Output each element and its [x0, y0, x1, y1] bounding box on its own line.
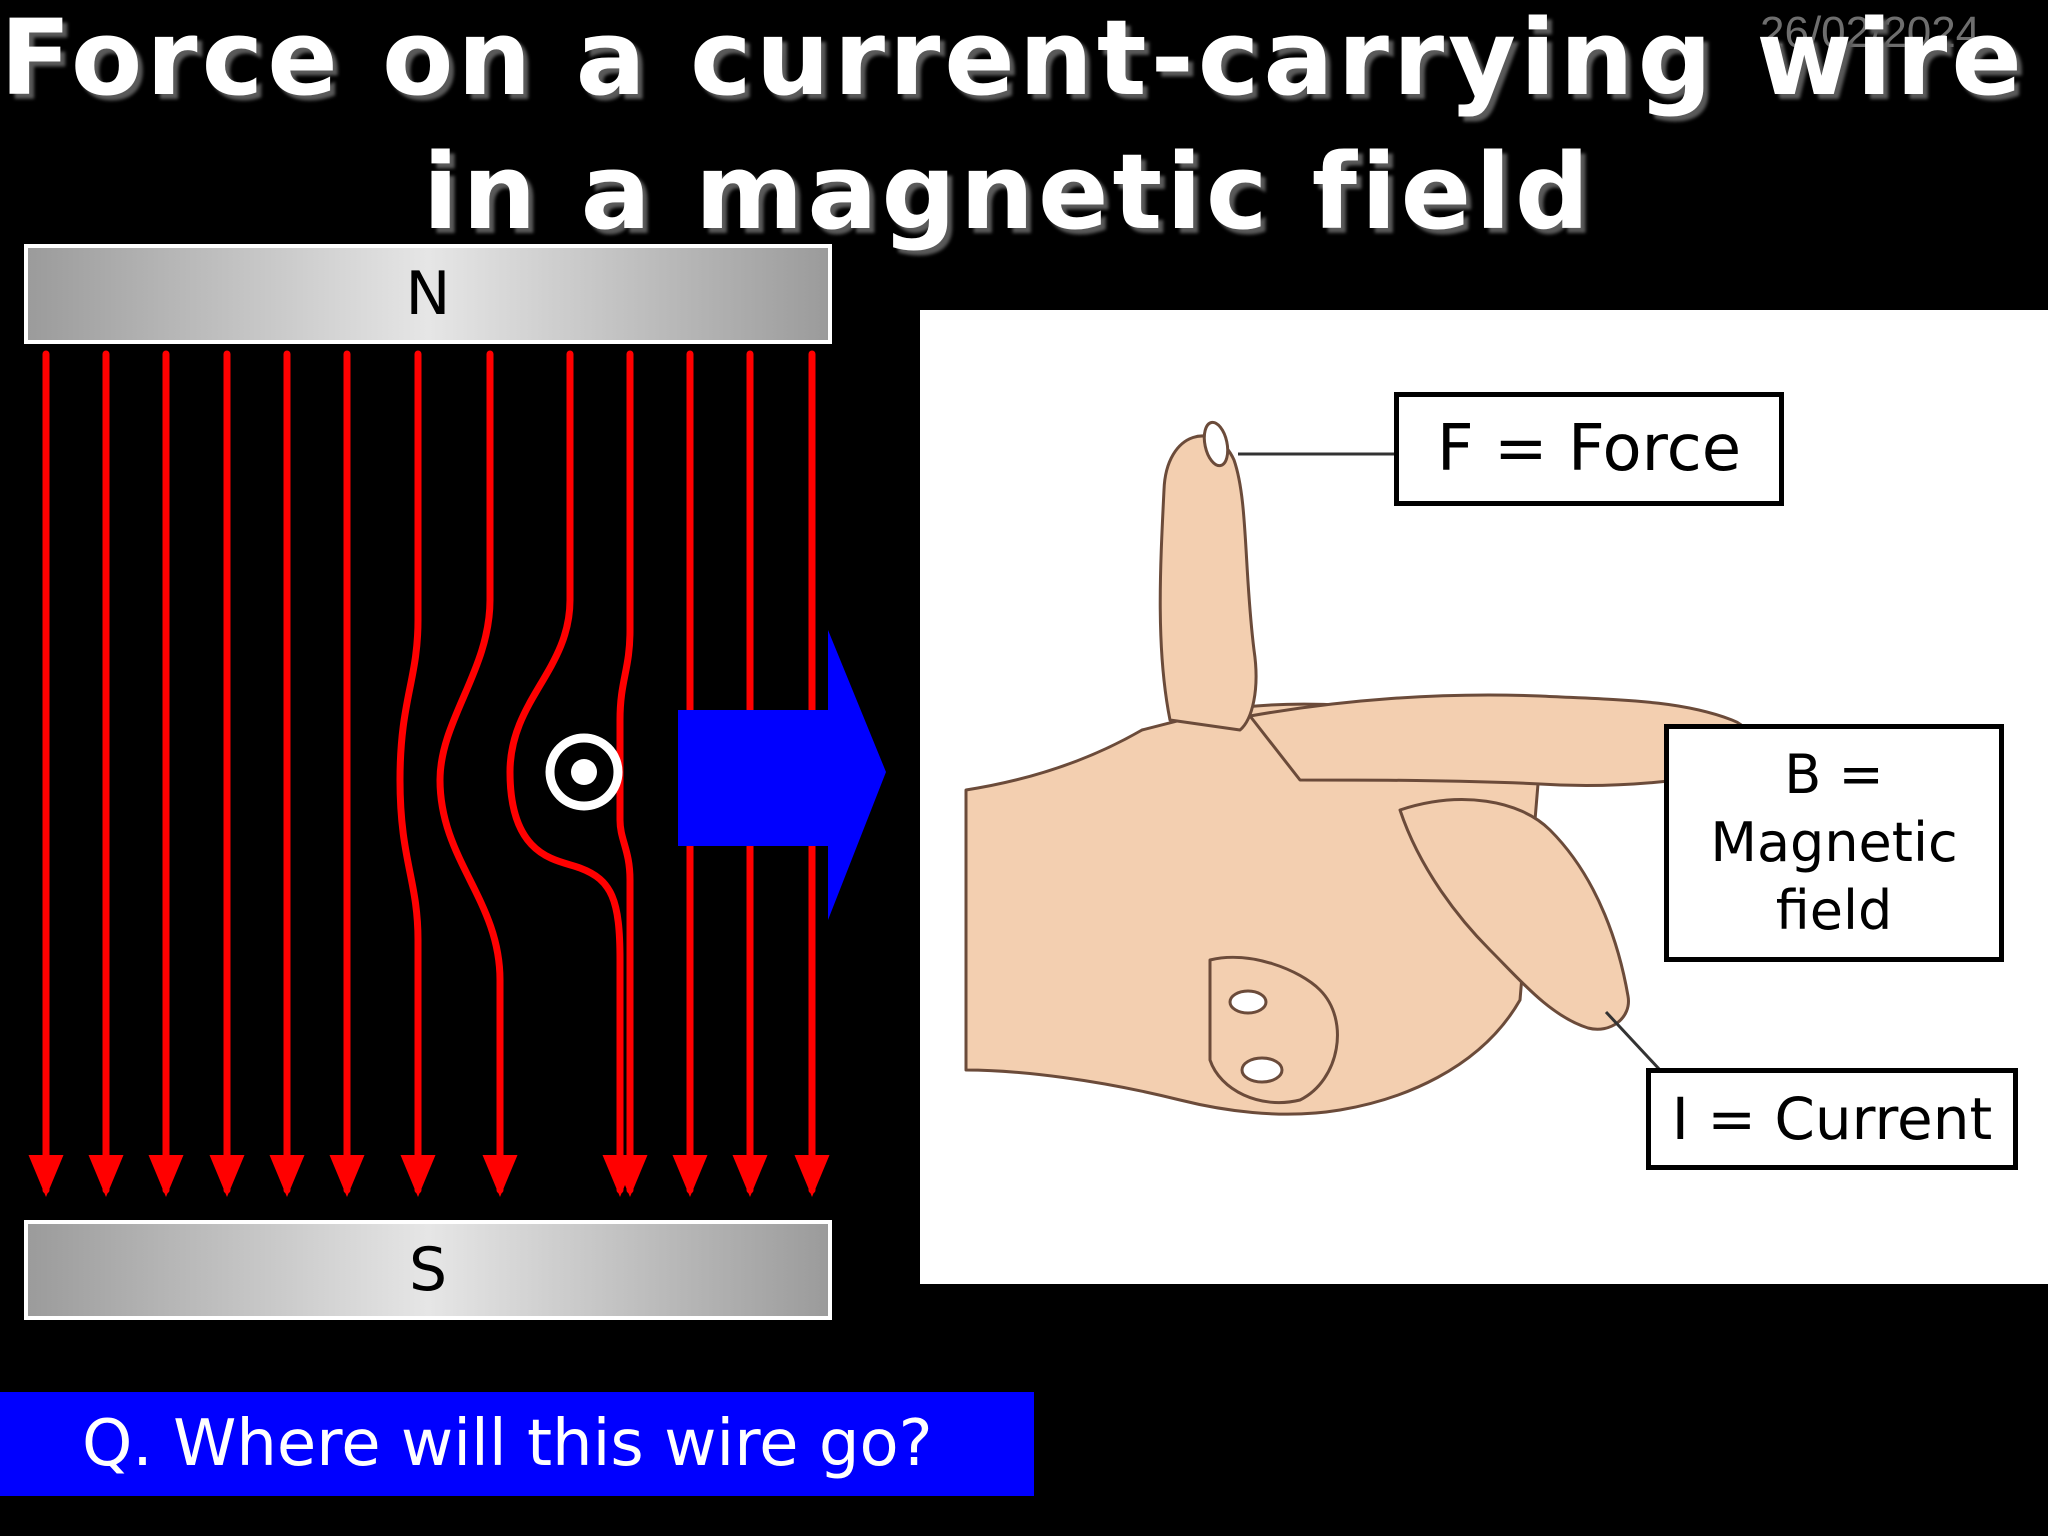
wire-current-out-of-page-icon: [545, 733, 623, 811]
force-arrow: [678, 630, 886, 920]
slide-title-line-1: Force on a current-carrying wire: [0, 0, 2026, 119]
magnet-south-pole: S: [24, 1220, 832, 1320]
field-label-line-2: Magnetic: [1710, 811, 1958, 874]
north-pole-label: N: [405, 259, 451, 329]
slide-title-line-2: in a magnetic field: [422, 131, 1594, 253]
question-text: Q. Where will this wire go?: [82, 1407, 933, 1481]
current-leader-line: [1604, 1010, 1662, 1072]
middle-finger-current: [1398, 798, 1630, 1031]
force-label-text: F = Force: [1436, 412, 1742, 486]
field-line: [396, 350, 436, 1197]
field-line: [506, 350, 638, 1197]
force-label: F = Force: [1394, 392, 1784, 506]
field-label-line-1: B =: [1784, 743, 1884, 806]
current-label-text: I = Current: [1671, 1085, 1993, 1153]
field-label-line-3: field: [1775, 879, 1893, 942]
magnetic-field-label: B = Magnetic field: [1664, 724, 2004, 962]
left-hand-rule-panel: F = Force B = Magnetic field I = Current: [920, 310, 2048, 1284]
south-pole-label: S: [408, 1235, 448, 1305]
field-line: [436, 350, 518, 1197]
field-line: [612, 350, 648, 1197]
magnetic-field-diagram: [28, 350, 886, 1197]
palm: [964, 702, 1542, 1116]
magnet-north-pole: N: [24, 244, 832, 344]
thumb-force: [1158, 434, 1258, 732]
current-label: I = Current: [1646, 1068, 2018, 1170]
slide-date: 26/02/2024: [1760, 8, 1981, 57]
question-box: Q. Where will this wire go?: [0, 1392, 1034, 1496]
